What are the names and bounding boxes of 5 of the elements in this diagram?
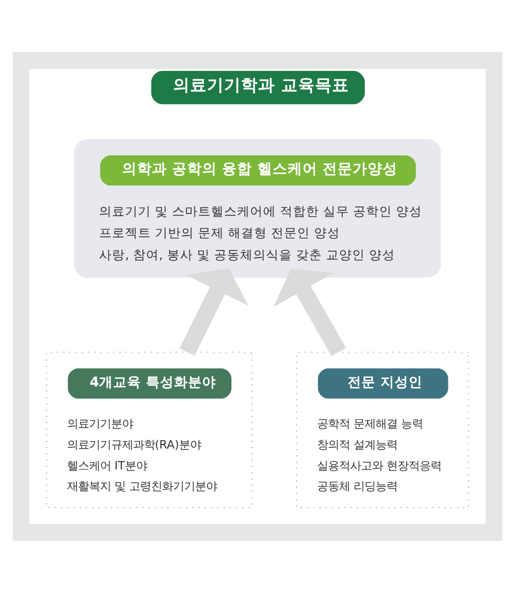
node-box: 전문 지성인 공학적 문제해결 능력 창의적 설계능력 실용적사고와 현장적응력 공동체 리딩능력: [296, 352, 469, 508]
arrow: [273, 268, 346, 356]
arrow: [180, 268, 249, 356]
node-box: 4개교육 특성화분야 의료기기분야 의료기기규제과학(RA)분야 헬스케어 IT분야 재활복지 및 고령친화기기분야: [46, 352, 252, 508]
node-box: 의학과 공학의 융합 헬스케어 전문가양성 의료기기 및 스마트헬스케어에 적합한 실무 공학인 양성 프로젝트 기반의 문제 해결형 전문인 양성 사랑, 참여, 봉사 및 공동체의식을 갖춘 교양인 양성: [74, 139, 441, 278]
